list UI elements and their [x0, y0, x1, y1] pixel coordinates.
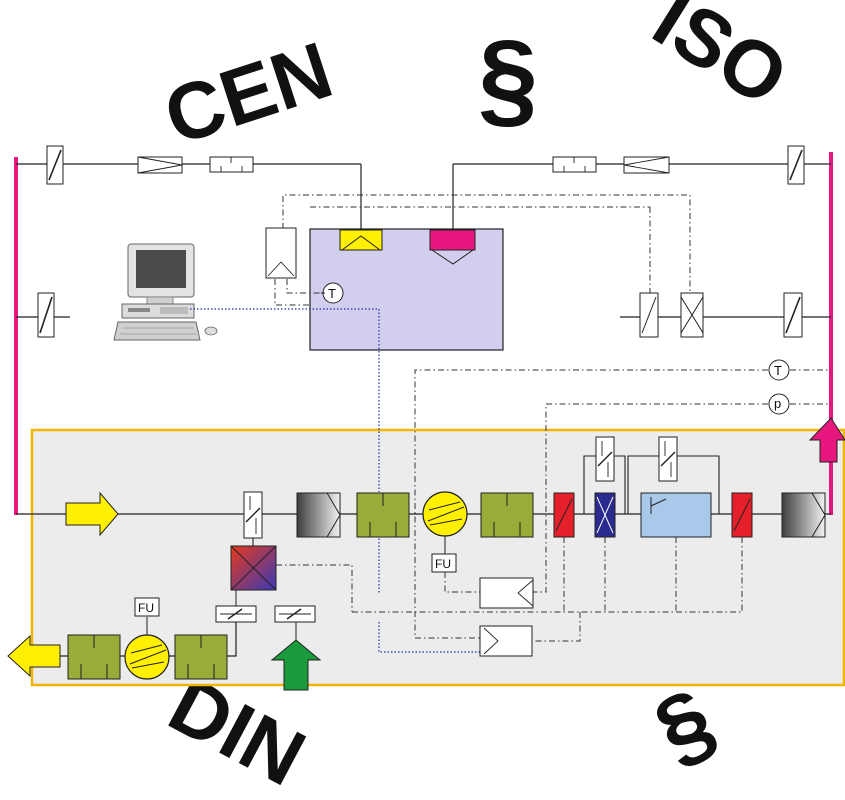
section-symbol-bottom: § [639, 670, 730, 782]
fu-box-exhaust: FU [134, 597, 160, 617]
flow-measure-top-right [552, 156, 597, 173]
damper-mid-left [37, 292, 55, 338]
controller-upper [479, 577, 534, 609]
room-supply-inlet [339, 229, 383, 251]
cen-label: CEN [154, 25, 342, 162]
damper-top-left [46, 145, 64, 185]
damper-top-right [787, 145, 805, 185]
damper-mid-right-b [680, 292, 704, 338]
signal-lines [190, 308, 480, 653]
supply-air-arrow-icon [808, 417, 845, 463]
section-symbol-top: § [478, 17, 538, 138]
preheater-coil [553, 492, 575, 538]
outdoor-air-arrow-icon [270, 639, 322, 691]
bypass-damper-humidifier [658, 436, 678, 482]
controller-lower [479, 625, 533, 657]
fu-label-exhaust: FU [138, 601, 154, 615]
outdoor-air-damper [274, 605, 316, 623]
fu-label-supply: FU [435, 557, 451, 571]
damper-mid-right-a [639, 292, 659, 338]
computer-workstation-icon[interactable] [113, 243, 218, 341]
supply-silencer-2 [480, 492, 534, 538]
exhaust-fan-icon [124, 634, 170, 680]
supply-silencer-1 [356, 492, 410, 538]
fu-control-supply [444, 572, 480, 593]
room-exhaust-outlet [429, 229, 476, 265]
iso-label: ISO [639, 0, 803, 123]
flow-measure-top-left [209, 156, 254, 173]
room-temperature-sensor: T [321, 282, 344, 304]
damper-mid-right-c [783, 292, 803, 338]
heat-recovery-exchanger [230, 545, 277, 591]
exhaust-duct-top [452, 163, 831, 230]
bypass-damper-cooler [595, 436, 615, 482]
exhaust-air-arrow-icon [7, 634, 61, 678]
supply-duct-top [16, 163, 362, 230]
fu-box-supply: FU [431, 553, 457, 573]
supply-temperature-sensor-label: T [774, 363, 782, 378]
control-lines-upper [274, 194, 691, 306]
cooling-coil [594, 492, 616, 538]
supply-filter-fine [781, 492, 826, 538]
control-lines-right [414, 369, 831, 639]
supply-temperature-sensor: T [768, 359, 790, 381]
exhaust-silencer-2 [174, 634, 228, 680]
supply-filter-coarse [296, 492, 341, 538]
humidifier [640, 492, 712, 538]
reheater-coil [731, 492, 753, 538]
bypass-damper-upper [243, 491, 263, 539]
room-temperature-sensor-label: T [328, 286, 336, 301]
room-supply-terminal [265, 227, 297, 279]
silencer-top-right [623, 156, 670, 174]
silencer-top-left [137, 156, 183, 174]
supply-pressure-sensor-label: p [774, 396, 781, 411]
supply-fan-icon [422, 491, 468, 537]
supply-pressure-sensor: p [768, 393, 790, 415]
outside-air-arrow-icon [65, 491, 119, 537]
exhaust-silencer-1 [67, 634, 121, 680]
exhaust-damper-a [215, 605, 257, 623]
control-lines-lower [352, 537, 743, 642]
